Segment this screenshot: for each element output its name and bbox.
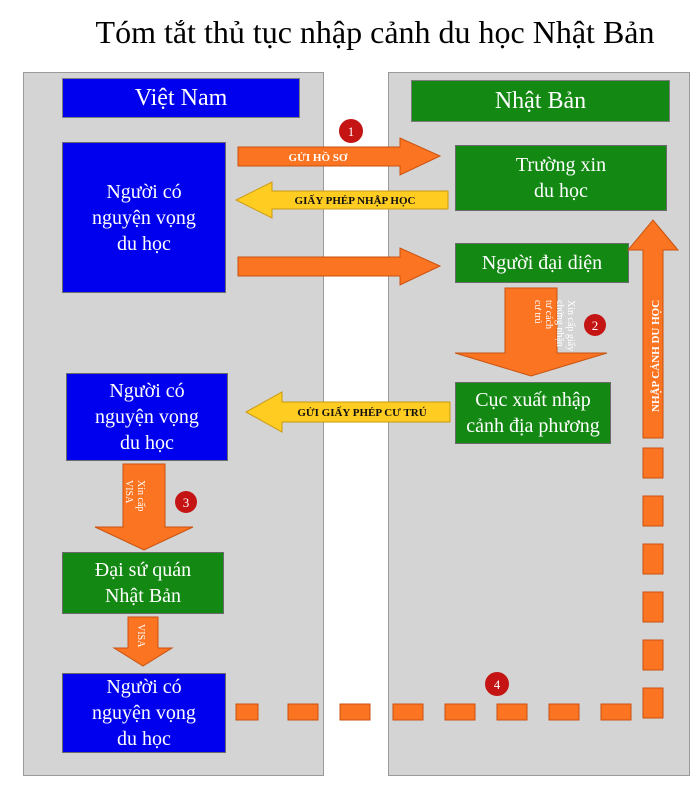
entry-up-arrow: NHẬP CẢNH DU HỌC bbox=[626, 219, 680, 439]
apply-certificate-label-4: cư trú bbox=[532, 300, 543, 323]
apply-certificate-label-1: Xin cấp giấy bbox=[565, 300, 576, 351]
apply-visa-label-1: Xin cấp bbox=[135, 480, 146, 511]
student-box-2: Người có nguyện vọng du học bbox=[66, 373, 228, 461]
step-badge-4: 4 bbox=[485, 672, 509, 696]
apply-visa-label-2: VISA bbox=[123, 480, 134, 504]
student-box-3: Người có nguyện vọng du học bbox=[62, 673, 226, 753]
apply-visa-arrow: Xin cấp VISA bbox=[94, 463, 194, 551]
send-documents-arrow: GỬI HỒ SƠ bbox=[237, 137, 442, 176]
to-representative-arrow bbox=[237, 247, 442, 286]
immigration-bureau-box: Cục xuất nhập cảnh địa phương bbox=[455, 382, 611, 444]
visa-arrow: VISA bbox=[112, 616, 174, 667]
embassy-box: Đại sứ quán Nhật Bản bbox=[62, 552, 224, 614]
svg-text:3: 3 bbox=[183, 495, 190, 510]
apply-certificate-arrow: Xin cấp giấy chứng nhận tư cách cư trú bbox=[454, 287, 608, 377]
visa-label: VISA bbox=[135, 624, 146, 648]
apply-certificate-label-2: chứng nhận bbox=[554, 300, 565, 347]
representative-box: Người đại diện bbox=[455, 243, 629, 283]
admission-permit-label: GIẤY PHÉP NHẬP HỌC bbox=[295, 194, 416, 207]
page-title: Tóm tắt thủ tục nhập cảnh du học Nhật Bả… bbox=[95, 14, 655, 50]
residence-permit-label: GỬI GIẤY PHÉP CƯ TRÚ bbox=[297, 406, 426, 419]
entry-label: NHẬP CẢNH DU HỌC bbox=[649, 300, 662, 412]
student-box-1: Người có nguyện vọng du học bbox=[62, 142, 226, 293]
vietnam-header: Việt Nam bbox=[62, 78, 300, 118]
svg-text:1: 1 bbox=[348, 124, 355, 139]
entry-path-dashes bbox=[235, 447, 664, 721]
send-documents-label: GỬI HỒ SƠ bbox=[289, 151, 348, 164]
step-badge-2: 2 bbox=[584, 314, 606, 336]
step-badge-3: 3 bbox=[175, 491, 197, 513]
admission-permit-arrow: GIẤY PHÉP NHẬP HỌC bbox=[234, 181, 449, 219]
school-box: Trường xin du học bbox=[455, 145, 667, 211]
apply-certificate-label-3: tư cách bbox=[543, 300, 554, 329]
residence-permit-arrow: GỬI GIẤY PHÉP CƯ TRÚ bbox=[244, 391, 451, 433]
japan-header: Nhật Bản bbox=[411, 80, 670, 122]
svg-text:4: 4 bbox=[494, 677, 501, 692]
step-badge-1: 1 bbox=[339, 119, 363, 143]
svg-text:2: 2 bbox=[592, 318, 599, 333]
